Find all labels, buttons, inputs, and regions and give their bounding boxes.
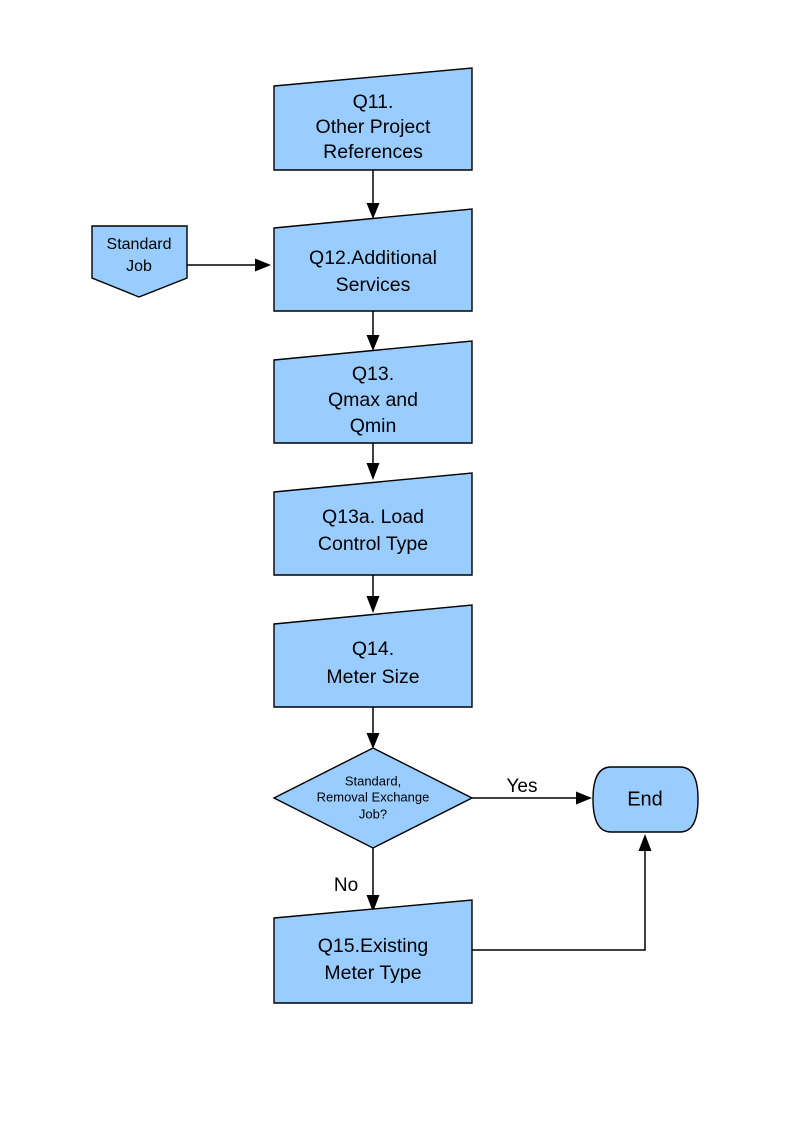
node-q14[interactable]: Q14. Meter Size [273, 604, 473, 708]
node-q12[interactable]: Q12.Additional Services [273, 208, 473, 312]
edge-q13a-to-q14 [366, 575, 380, 613]
node-decision-label-line3: Job? [359, 806, 387, 821]
arrow-head-icon [576, 791, 592, 805]
edge-q12-to-q13 [366, 311, 380, 351]
node-q12-label-line1: Q12.Additional [309, 247, 437, 269]
arrow-head-icon [366, 596, 380, 613]
node-end-label: End [627, 788, 663, 810]
node-decision[interactable]: Standard, Removal Exchange Job? [272, 747, 474, 849]
node-q13-label-line3: Qmin [350, 415, 397, 437]
edge-q13-to-q13a [366, 443, 380, 480]
arrow-head-icon [366, 895, 380, 912]
node-q15-shape[interactable] [273, 899, 473, 1004]
node-decision-shape[interactable] [272, 747, 474, 849]
node-decision-label-line1: Standard, [345, 773, 401, 788]
node-q15-label-line1: Q15.Existing [318, 935, 429, 957]
arrow-head-icon [366, 203, 380, 219]
node-standard-job-label-line2: Job [126, 258, 152, 275]
arrow-head-icon [366, 335, 380, 351]
node-end[interactable]: End [592, 766, 699, 833]
node-q15[interactable]: Q15.Existing Meter Type [273, 899, 473, 1004]
node-q13-label-line1: Q13. [352, 363, 394, 385]
edge-q14-to-decision [366, 707, 380, 749]
edge-label-yes: Yes [507, 776, 538, 797]
node-q13-shape[interactable] [273, 340, 473, 444]
arrow-head-icon [638, 834, 652, 851]
node-q11-shape[interactable] [273, 67, 473, 171]
edge-q15-to-end [470, 834, 652, 951]
node-q13a-shape[interactable] [273, 472, 473, 576]
edge-label-no: No [334, 875, 358, 896]
node-standard-job[interactable]: Standard Job [91, 225, 188, 298]
edge-line [470, 846, 646, 951]
node-q13a-label-line1: Q13a. Load [322, 506, 424, 528]
node-q14-shape[interactable] [273, 604, 473, 708]
node-q13a-label-line2: Control Type [318, 533, 428, 555]
node-q13-label-line2: Qmax and [328, 389, 418, 411]
node-q12-label-line2: Services [336, 274, 411, 296]
node-end-shape[interactable] [592, 766, 699, 833]
node-standard-job-shape[interactable] [91, 225, 188, 298]
node-q11-label-line1: Q11. [353, 91, 394, 113]
node-q13a[interactable]: Q13a. Load Control Type [273, 472, 473, 576]
node-q15-label-line2: Meter Type [324, 962, 421, 984]
node-q11[interactable]: Q11. Other Project References [273, 67, 473, 171]
arrow-head-icon [366, 463, 380, 480]
node-q11-label-line2: Other Project [316, 116, 431, 138]
edge-q11-to-q12 [366, 170, 380, 219]
edge-decision-to-q15-no [366, 848, 380, 912]
node-q11-label-line3: References [323, 141, 423, 163]
node-standard-job-label-line1: Standard [107, 236, 172, 253]
edge-standardjob-to-q12 [187, 258, 271, 272]
node-q13[interactable]: Q13. Qmax and Qmin [273, 340, 473, 444]
node-q14-label-line2: Meter Size [326, 666, 419, 688]
node-q14-label-line1: Q14. [352, 638, 394, 660]
edge-decision-to-end-yes [472, 791, 592, 805]
arrow-head-icon [255, 258, 271, 272]
arrow-head-icon [366, 733, 380, 749]
node-decision-label-line2: Removal Exchange [317, 789, 430, 804]
node-q12-shape[interactable] [273, 208, 473, 312]
